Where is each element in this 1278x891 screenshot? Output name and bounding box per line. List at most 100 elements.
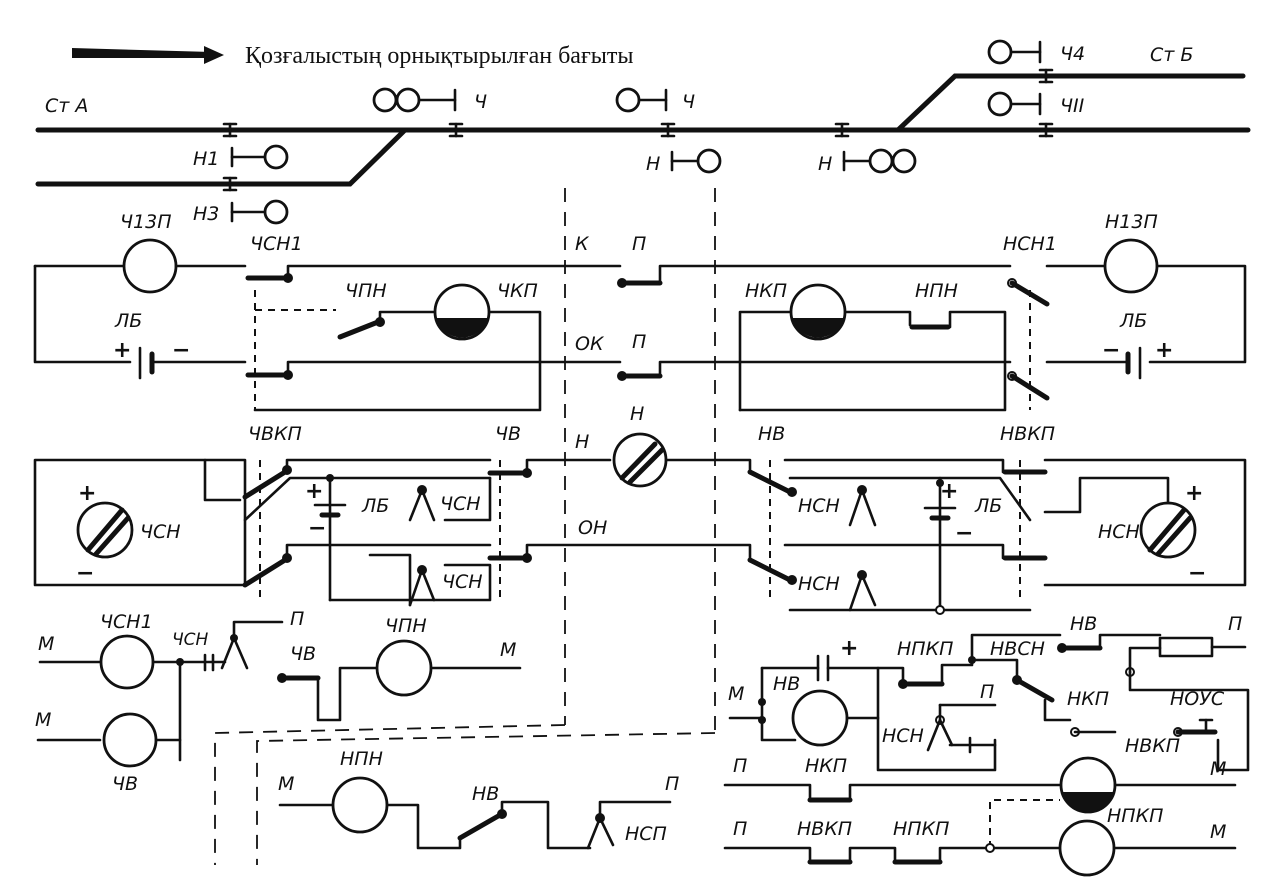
svg-text:Ч: Ч [474,91,487,113]
relay-ch13p [122,238,178,294]
svg-text:П: П [290,608,304,630]
label-lb3: ЛБ [361,495,389,517]
svg-text:М: М [278,773,294,795]
signal-n-mid: Н [646,148,722,175]
label-nsn1: НСН1 [1003,233,1057,255]
svg-text:ЧСН: ЧСН [172,630,209,650]
label-chsn-c1: ЧСН [440,493,481,515]
svg-text:М: М [1210,821,1226,843]
relay-n13p [1103,238,1159,294]
svg-text:Н3: Н3 [193,203,219,225]
svg-text:+: + [840,636,858,661]
svg-text:НСП: НСП [625,823,667,845]
signal-chII: ЧII [987,91,1085,117]
relay-chsn1-b [99,634,155,690]
signal-n1: Н1 [193,144,289,170]
relay-nv-d [791,689,849,747]
svg-text:М: М [35,709,51,731]
direction-arrow-shaft [72,48,212,58]
svg-text:ЧВ: ЧВ [112,773,138,795]
svg-text:П: П [733,755,747,777]
signal-n-right: Н [818,148,917,175]
direction-caption: Қозғалыстың орнықтырылған бағыты [245,43,634,69]
direction-legend: Қозғалыстың орнықтырылған бағыты [72,43,634,69]
label-lb2: ЛБ [1119,310,1147,332]
wire-n-lamp-label: Н [630,403,644,425]
wire-ok-label: ОК [575,333,605,355]
svg-text:НПКП: НПКП [897,638,953,660]
svg-text:П: П [665,773,679,795]
direction-arrow-head [204,46,224,64]
track-plan: Ст А Ст Б Ч4 ЧII Ч Ч [35,39,1251,225]
label-nkp: НКП [745,280,787,302]
wire-p2-label: П [632,331,646,353]
relay-npn-b [331,776,389,834]
svg-text:+: + [78,481,96,506]
label-nsn-c1: НСН [798,495,840,517]
svg-text:+: + [1155,338,1173,363]
svg-text:ЧВ: ЧВ [290,643,316,665]
siding-b [895,73,1246,133]
wire-on-label: ОН [578,517,607,539]
label-nsn-c2: НСН [798,573,840,595]
label-nsn-motor: НСН [1098,521,1140,543]
label-chsn1: ЧСН1 [250,233,303,255]
svg-text:−: − [1188,561,1206,586]
wire-n-label: Н [575,431,589,453]
label-lb1: ЛБ [114,310,142,332]
svg-text:НКП: НКП [1067,688,1109,710]
label-n13p: Н13П [1105,211,1158,233]
signal-ch4: Ч4 [987,39,1085,65]
svg-text:НОУС: НОУС [1170,688,1225,710]
svg-text:НВКП: НВКП [797,818,852,840]
control-circuit-k: Ч13П ЧСН1 К П ЧПН ЧКП ЛБ + − ОК П [33,211,1247,412]
label-chkp: ЧКП [497,280,538,302]
svg-text:НСН: НСН [882,725,924,747]
svg-text:НВ: НВ [1070,613,1097,635]
svg-text:−: − [76,561,94,586]
label-chvkp: ЧВКП [248,423,302,445]
svg-text:ЧСН1: ЧСН1 [100,611,153,633]
siding-a [35,127,408,187]
label-nvkp: НВКП [1000,423,1055,445]
svg-text:+: + [940,479,958,504]
svg-text:Ч4: Ч4 [1060,43,1085,65]
signal-ch-mid: Ч [615,87,695,113]
svg-text:Ч: Ч [682,91,695,113]
label-lb4: ЛБ [974,495,1002,517]
label-ch13p: Ч13П [120,211,172,233]
svg-text:−: − [172,338,190,363]
station-b-label: Ст Б [1150,44,1193,66]
station-a-label: Ст А [45,95,88,117]
signal-n3: Н3 [193,199,289,225]
svg-text:Н: Н [818,153,832,175]
svg-text:П: П [980,681,994,703]
signal-ch-double: Ч [372,87,487,113]
label-nv: НВ [758,423,785,445]
svg-text:П: П [733,818,747,840]
control-circuit-n: ЧВКП ЧВ Н Н НВ НВКП ЧСН + − НСН + − [33,403,1247,615]
svg-text:НВ: НВ [472,783,499,805]
chain-left: М ЧСН1 ЧСН П ЧВ ЧПН М М ЧВ [35,608,522,795]
svg-text:НВКП: НВКП [1125,735,1180,757]
wire-k-label: К [575,233,590,255]
svg-text:НВ: НВ [773,673,800,695]
svg-text:−: − [955,521,973,546]
svg-text:+: + [305,479,323,504]
label-chv: ЧВ [495,423,521,445]
chain-right: НПКП НВ НВСН П М НВ П НКП НОУС НСН НВКП … [723,613,1250,877]
svg-text:М: М [1210,758,1226,780]
svg-text:НКП: НКП [805,755,847,777]
label-npn: НПН [915,280,958,302]
chain-npn: НПН М НВ П НСП [278,748,679,850]
svg-text:П: П [1228,613,1242,635]
relay-npkp-c [1058,819,1116,877]
svg-text:ЧII: ЧII [1060,95,1085,117]
svg-text:Н: Н [646,153,660,175]
svg-text:НПКП: НПКП [893,818,949,840]
label-chsn-motor: ЧСН [140,521,181,543]
relay-chpn-b [375,639,433,697]
wire-p1-label: П [632,233,646,255]
svg-text:М: М [38,633,54,655]
